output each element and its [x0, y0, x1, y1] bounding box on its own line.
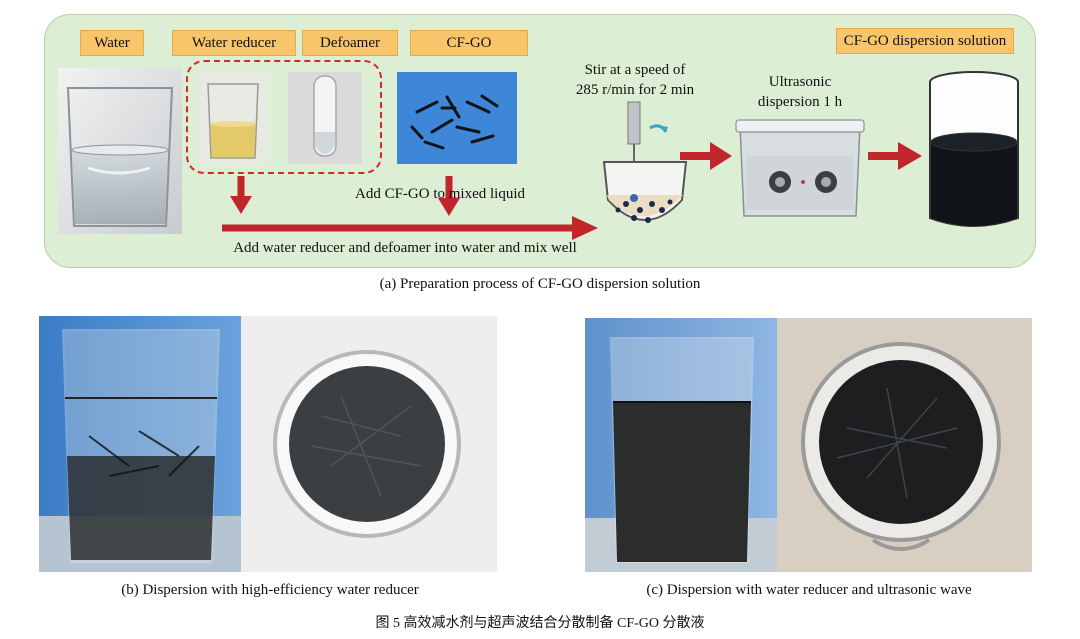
stirring-vessel-illustration	[590, 100, 700, 240]
panel-c-beaker-top-photo	[777, 318, 1032, 572]
caption-panel-c: (c) Dispersion with water reducer and ul…	[646, 582, 972, 598]
caption-panel-b: (b) Dispersion with high-efficiency wate…	[121, 582, 419, 598]
defoamer-photo	[288, 72, 362, 164]
water-beaker-photo	[58, 68, 182, 234]
add-cfgo-text: Add CF-GO to mixed liquid	[354, 186, 525, 202]
ultrasonic-text-line1: Ultrasonic	[768, 74, 832, 90]
cfgo-dispersion-beaker-illustration	[926, 68, 1022, 236]
reducer-defoamer-group-box	[186, 60, 382, 174]
defoamer-label: Defoamer	[302, 30, 398, 56]
panel-b-beaker-top-photo	[241, 316, 497, 572]
add-water-reducer-text: Add water reducer and defoamer into wate…	[233, 240, 577, 256]
water-reducer-label: Water reducer	[172, 30, 296, 56]
caption-panel-a: (a) Preparation process of CF-GO dispers…	[379, 276, 701, 292]
ultrasonic-bath-illustration	[732, 112, 868, 228]
cfgo-dispersion-label: CF-GO dispersion solution	[836, 28, 1014, 54]
ultrasonic-text-line2: dispersion 1 h	[757, 94, 843, 110]
figure-caption: 图 5 高效减水剂与超声波结合分散制备 CF-GO 分散液	[375, 616, 705, 631]
cfgo-label: CF-GO	[410, 30, 528, 56]
water-reducer-photo	[198, 72, 268, 164]
stir-text-line2: 285 r/min for 2 min	[575, 82, 695, 98]
water-label: Water	[80, 30, 144, 56]
stir-text-line1: Stir at a speed of	[584, 62, 686, 78]
panel-b-beaker-side-photo	[39, 316, 241, 572]
panel-c-beaker-side-photo	[585, 318, 777, 572]
cfgo-fibers-photo	[397, 72, 517, 164]
